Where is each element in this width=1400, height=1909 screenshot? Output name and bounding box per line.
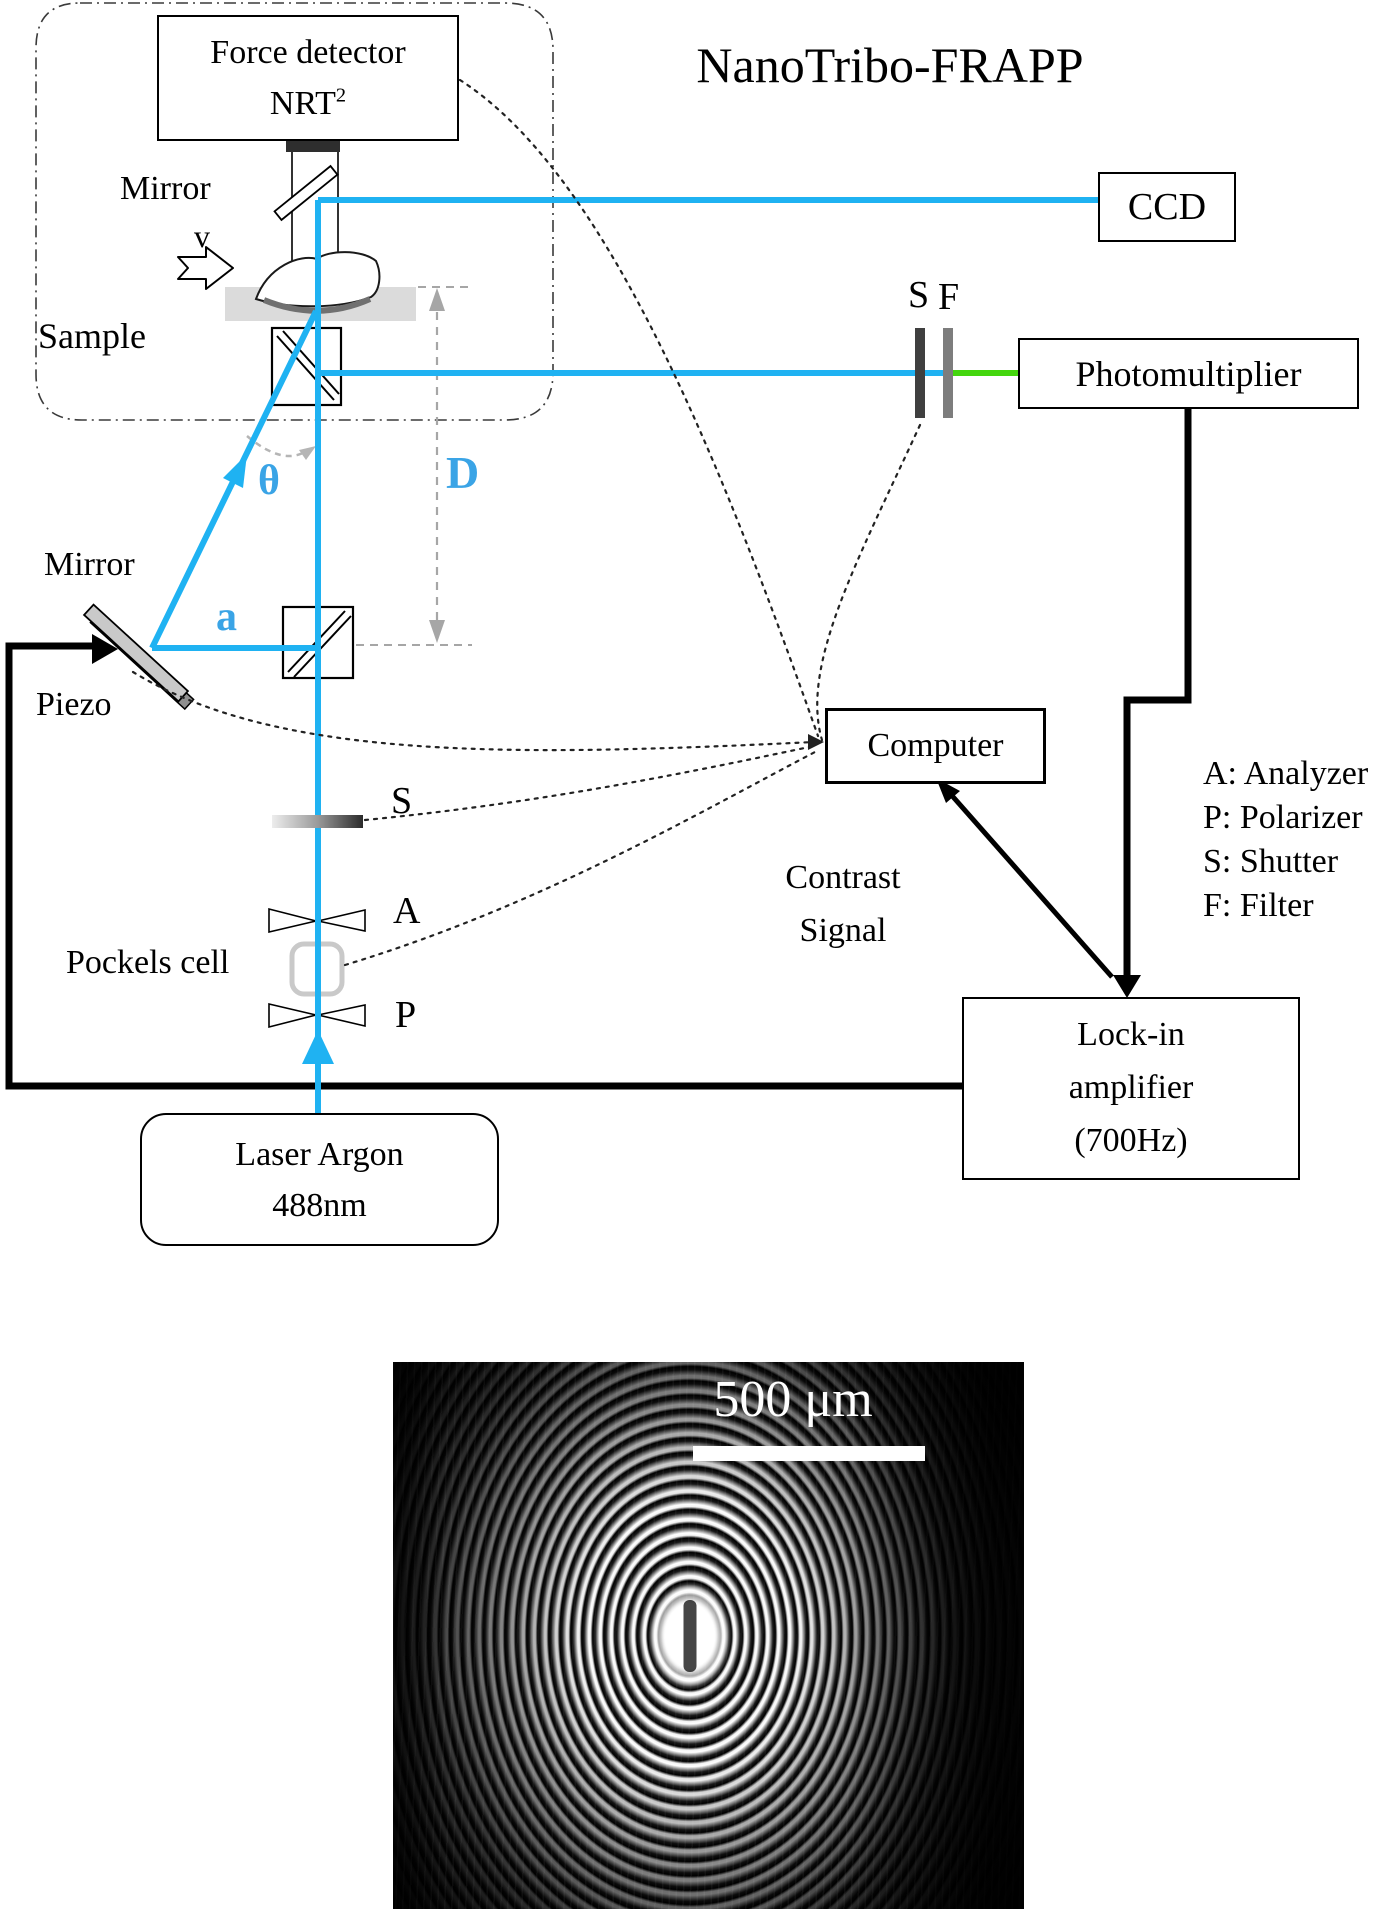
link-piezo-computer <box>131 670 816 752</box>
theta-arc-arrow <box>299 446 316 460</box>
lockin-line3: (700Hz) <box>1074 1121 1188 1159</box>
analyzer-label: A <box>393 890 421 932</box>
piezo-label: Piezo <box>36 686 112 723</box>
sample-label: Sample <box>38 316 146 356</box>
beamsplitter-upper-diagonal-2 <box>282 330 340 395</box>
scale-bar-label: 500 μm <box>713 1371 873 1428</box>
scale-bar <box>693 1446 925 1461</box>
beamsplitter-lower-diagonal-2 <box>293 615 352 678</box>
force-detector-box: Force detector NRT2 <box>157 15 459 141</box>
sample-enclosure-outline <box>35 2 554 421</box>
beamsplitter-upper <box>270 326 343 407</box>
shutter-beam-label: S <box>391 780 413 822</box>
polarizer-bowtie-left <box>268 1002 317 1029</box>
legend-filter: F: Filter <box>1203 887 1314 924</box>
theta-label: θ <box>258 458 280 504</box>
figure-title: NanoTribo-FRAPP <box>696 37 1084 93</box>
laser-line1: Laser Argon <box>235 1135 404 1173</box>
interference-pattern-image: 500 μm <box>393 1362 1024 1909</box>
distance-D-arrow-down <box>429 620 445 643</box>
wire-photomultiplier-to-lockin <box>1123 405 1192 985</box>
mirror-bottom-label: Mirror <box>44 546 135 583</box>
theta-arc <box>246 435 309 458</box>
computer-box: Computer <box>825 708 1046 784</box>
force-detector-line1: Force detector <box>210 34 406 71</box>
beam-laser-arrowhead <box>302 1030 334 1064</box>
analyzer-bowtie-left <box>268 907 317 934</box>
photomultiplier-label: Photomultiplier <box>1075 353 1302 394</box>
legend-polarizer: P: Polarizer <box>1203 799 1363 836</box>
analyzer-bowtie-right <box>317 908 366 932</box>
ccd-label: CCD <box>1127 186 1207 228</box>
distance-D-arrow-up <box>429 288 445 311</box>
beam-diagonal-arrowhead <box>223 454 247 488</box>
pockels-label: Pockels cell <box>66 944 230 981</box>
velocity-label: v <box>194 218 210 254</box>
abbreviation-legend: A: Analyzer P: Polarizer S: Shutter F: F… <box>1203 752 1368 928</box>
beamsplitter-upper-diagonal-1 <box>276 335 335 401</box>
computer-label: Computer <box>867 727 1004 764</box>
legend-analyzer: A: Analyzer <box>1203 755 1369 792</box>
polarizer-label: P <box>395 994 417 1036</box>
piezo-mirror <box>82 603 190 703</box>
laser-box: Laser Argon 488nm <box>140 1113 499 1246</box>
ccd-box: CCD <box>1098 172 1236 242</box>
legend-shutter: S: Shutter <box>1203 843 1339 880</box>
photomultiplier-box: Photomultiplier <box>1018 338 1359 409</box>
distance-D-label: D <box>446 447 480 498</box>
contrast-signal-label: Contrast Signal <box>785 859 901 949</box>
wire-arrow-into-lockin <box>1113 975 1141 998</box>
shutter-top-label: S <box>908 274 930 316</box>
filter-top-bar <box>943 328 953 418</box>
lockin-line2: amplifier <box>1068 1069 1194 1107</box>
link-forcedetector-computer <box>458 78 820 738</box>
lockin-amplifier-box: Lock-in amplifier (700Hz) <box>962 997 1300 1180</box>
wire-lockin-to-piezo <box>5 642 962 1090</box>
shutter-bar <box>272 815 363 828</box>
top-mirror <box>273 164 339 222</box>
link-arrow-into-computer <box>808 734 824 750</box>
wire-arrow-into-computer <box>936 778 960 803</box>
force-detector-line2: NRT2 <box>269 84 347 122</box>
lockin-line1: Lock-in <box>1077 1016 1185 1054</box>
laser-line2: 488nm <box>272 1186 367 1224</box>
polarizer-bowtie-right <box>317 1004 366 1028</box>
shutter-top-bar <box>915 328 925 418</box>
link-shutter-computer <box>363 744 816 822</box>
link-pockels-computer <box>343 750 817 967</box>
wire-arrow-into-piezo <box>92 634 118 664</box>
velocity-arrow <box>177 246 234 290</box>
filter-top-label: F <box>938 276 960 318</box>
mirror-top-label: Mirror <box>120 170 211 207</box>
fringe-center-spot <box>647 1581 732 1690</box>
link-filter-computer <box>816 423 922 742</box>
wire-computer-lockin <box>945 788 1114 979</box>
beam-a-label: a <box>216 594 237 640</box>
